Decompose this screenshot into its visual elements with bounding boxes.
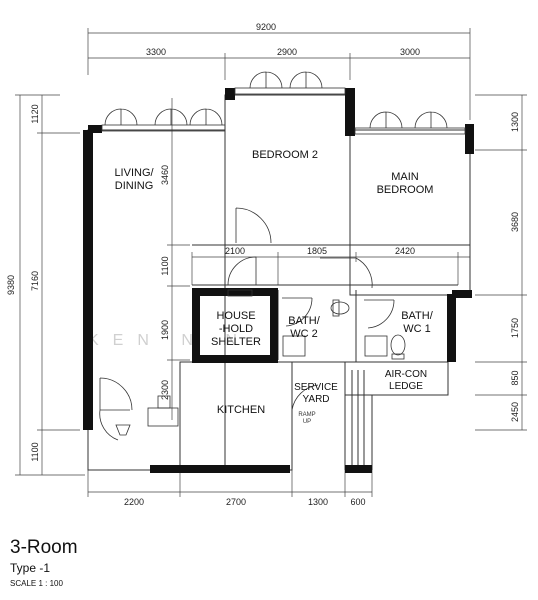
dim-left-outer-1: 1120	[30, 104, 40, 123]
bath-2-label-2: WC 2	[290, 328, 318, 340]
dim-mid-3: 2420	[395, 246, 415, 256]
dim-mid-2: 1805	[307, 246, 327, 256]
dim-bottom-1: 2200	[124, 497, 144, 507]
plan-type: Type -1	[10, 561, 51, 575]
main-bedroom-label-2: BEDROOM	[377, 184, 434, 196]
bedroom-2-label: BEDROOM 2	[252, 149, 318, 161]
dim-right-3: 1750	[510, 318, 520, 338]
aircon-label-1: AIR-CON	[385, 369, 427, 380]
service-yard-label-1: SERVICE	[294, 382, 338, 393]
dim-left-outer-2: 7160	[30, 271, 40, 291]
dim-left-inner-2: 1100	[160, 256, 170, 275]
living-label-1: LIVING/	[114, 167, 154, 179]
room-labels: LIVING/ DINING BEDROOM 2 MAIN BEDROOM HO…	[114, 149, 433, 425]
kitchen-label: KITCHEN	[217, 404, 265, 416]
plan-scale: SCALE 1 : 100	[10, 579, 63, 588]
dim-bottom-3: 1300	[308, 497, 328, 507]
main-bedroom-label-1: MAIN	[391, 171, 419, 183]
dim-left-total: 9380	[6, 275, 16, 295]
dim-top-3: 3000	[400, 47, 420, 57]
shelter-label-3: SHELTER	[211, 336, 261, 348]
shelter-label-1: HOUSE	[216, 310, 255, 322]
windows	[101, 71, 466, 297]
bath-2-label-1: BATH/	[288, 315, 321, 327]
dim-right-5: 2450	[510, 402, 520, 422]
shelter-label-2: -HOLD	[219, 323, 253, 335]
dim-left-inner-3: 1900	[160, 320, 170, 340]
structural-walls	[83, 88, 474, 473]
dim-top-total: 9200	[256, 22, 276, 32]
plan-title: 3-Room	[10, 537, 78, 558]
dim-left-outer-3: 1100	[30, 442, 40, 461]
dim-bottom-2: 2700	[226, 497, 246, 507]
dim-mid-1: 2100	[225, 246, 245, 256]
ramp-label-2: UP	[303, 419, 311, 425]
dim-right-2: 3680	[510, 212, 520, 232]
dimension-lines	[15, 28, 527, 497]
living-label-2: DINING	[115, 180, 154, 192]
bath-1-label-2: WC 1	[403, 323, 431, 335]
dim-bottom-4: 600	[350, 497, 365, 507]
aircon-label-2: LEDGE	[389, 381, 423, 392]
dim-right-4: 850	[510, 370, 520, 385]
dim-right-1: 1300	[510, 112, 520, 132]
bath-1-label-1: BATH/	[401, 310, 434, 322]
dim-left-inner-4: 2300	[160, 380, 170, 400]
service-yard-label-2: YARD	[302, 394, 329, 405]
dim-top-1: 3300	[146, 47, 166, 57]
dim-top-2: 2900	[277, 47, 297, 57]
doors	[99, 207, 395, 441]
dim-left-inner-1: 3460	[160, 165, 170, 185]
ramp-label-1: RAMP	[298, 412, 315, 418]
fixtures	[115, 299, 406, 436]
